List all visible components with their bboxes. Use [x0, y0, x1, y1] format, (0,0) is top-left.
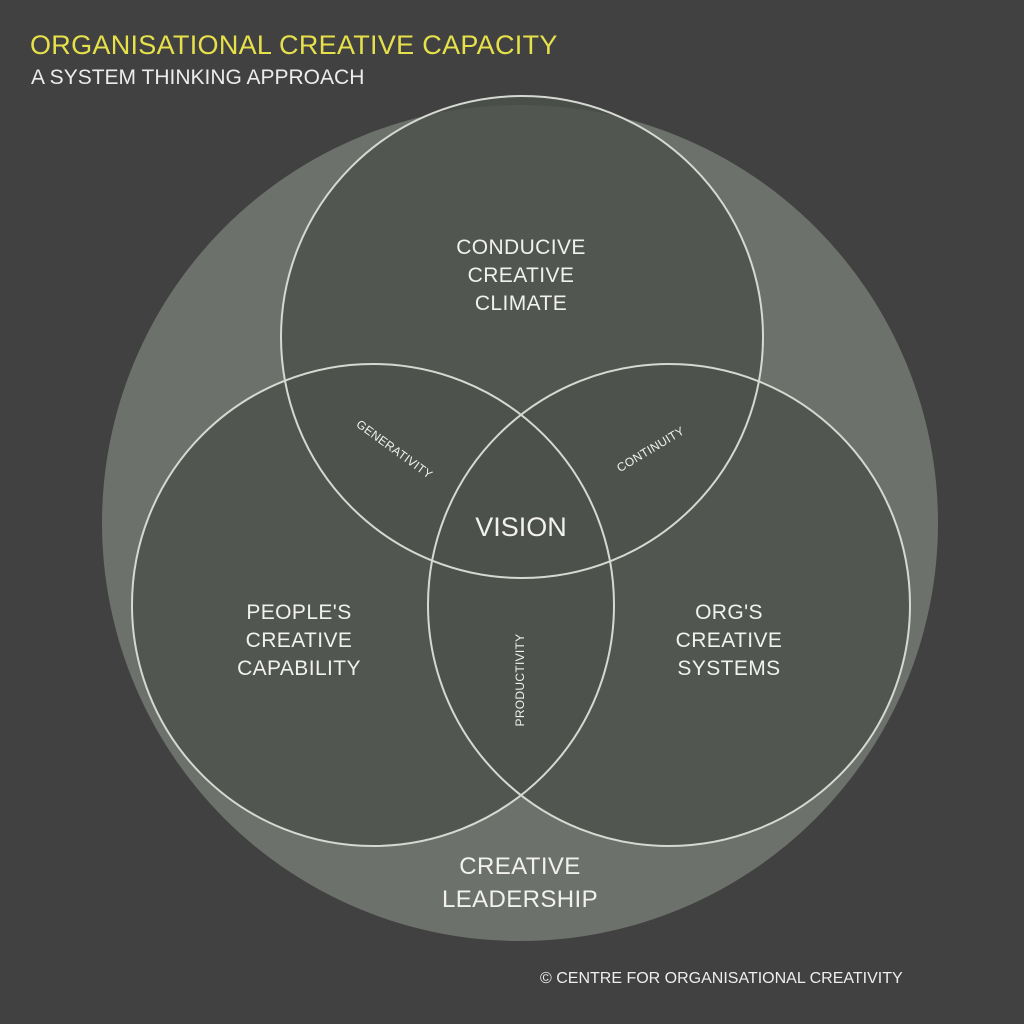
- climate-label-line3: CLIMATE: [475, 292, 567, 315]
- systems-circle: [428, 364, 910, 846]
- systems-label-line3: SYSTEMS: [677, 657, 780, 680]
- page-title: ORGANISATIONAL CREATIVE CAPACITY: [30, 30, 558, 60]
- climate-label-line2: CREATIVE: [468, 264, 575, 287]
- systems-label-line1: ORG'S: [695, 601, 763, 624]
- capability-label-line3: CAPABILITY: [237, 657, 361, 680]
- productivity-label: PRODUCTIVITY: [513, 634, 527, 727]
- capability-label-line2: CREATIVE: [246, 629, 353, 652]
- climate-circle-outline: [280, 95, 764, 579]
- page-subtitle: A SYSTEM THINKING APPROACH: [31, 66, 365, 89]
- systems-circle-outline: [427, 363, 911, 847]
- leadership-label-line1: CREATIVE: [459, 853, 580, 880]
- climate-label-line1: CONDUCIVE: [456, 236, 586, 259]
- capability-label-line1: PEOPLE'S: [246, 601, 351, 624]
- leadership-label-line2: LEADERSHIP: [442, 886, 598, 913]
- capability-circle-outline: [131, 363, 615, 847]
- systems-label-line2: CREATIVE: [676, 629, 783, 652]
- copyright-notice: © CENTRE FOR ORGANISATIONAL CREATIVITY: [540, 970, 903, 987]
- vision-label: VISION: [475, 512, 567, 542]
